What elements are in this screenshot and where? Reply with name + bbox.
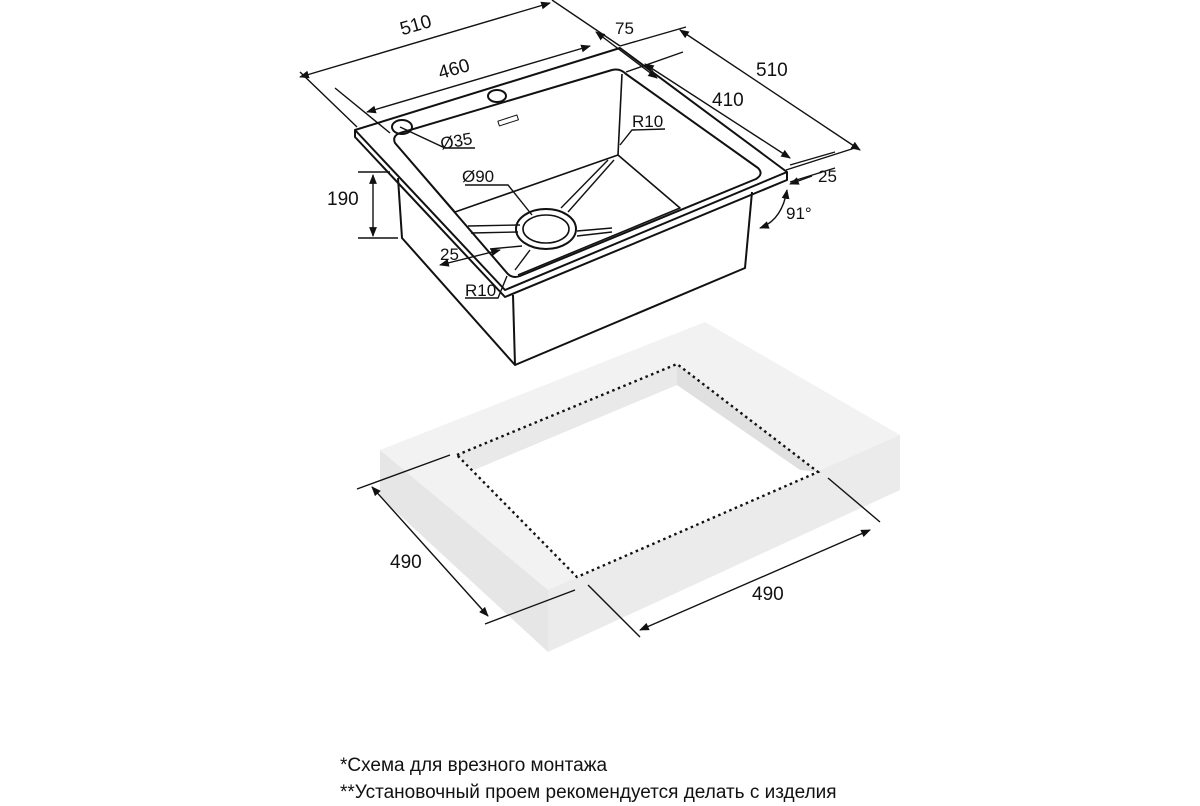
dim-cutout-depth: 490 xyxy=(390,552,422,573)
dim-drain: Ø90 xyxy=(462,167,494,186)
tap-hole-2 xyxy=(487,89,507,103)
dim-bowl-depth: 410 xyxy=(712,90,744,111)
countertop xyxy=(380,322,900,652)
drain xyxy=(515,208,577,250)
dim-bowl-width: 460 xyxy=(436,55,472,84)
drain-grooves xyxy=(467,159,615,271)
sink-dimensions xyxy=(299,0,861,299)
sink-dimension-labels: 510 460 75 510 410 25 190 91° R10 Ø35 Ø9… xyxy=(327,11,837,300)
dim-rim-offset: 25 xyxy=(440,245,459,264)
dim-total-depth: 510 xyxy=(756,60,788,81)
cutout-dimension-labels: 490 490 xyxy=(390,552,784,605)
cutout-dimensions xyxy=(356,454,881,638)
bowl-inner xyxy=(454,154,681,276)
note-line-1: *Схема для врезного монтажа xyxy=(340,755,608,776)
cutout-outline xyxy=(454,362,821,579)
dim-height: 190 xyxy=(327,189,359,210)
cutout-wall-back2 xyxy=(457,364,677,470)
note-line-2: **Установочный проем рекомендуется делат… xyxy=(340,782,837,803)
dim-deck-width: 75 xyxy=(615,19,634,38)
dim-total-width: 510 xyxy=(398,11,434,40)
tap-hole-1 xyxy=(391,119,413,135)
installation-notes: *Схема для врезного монтажа **Установочн… xyxy=(340,752,837,806)
dim-tap-hole: Ø35 xyxy=(439,129,474,153)
bowl-opening xyxy=(393,68,762,278)
sink-body xyxy=(354,47,788,366)
dim-cutout-width: 490 xyxy=(752,584,784,605)
dim-radius-top: R10 xyxy=(632,112,663,131)
brand-plate xyxy=(497,114,519,127)
dim-wall-angle: 91° xyxy=(786,204,812,223)
sink-rim-edge xyxy=(354,130,788,298)
dim-rim-thickness: 25 xyxy=(818,167,837,186)
dim-radius-bottom: R10 xyxy=(465,281,496,300)
